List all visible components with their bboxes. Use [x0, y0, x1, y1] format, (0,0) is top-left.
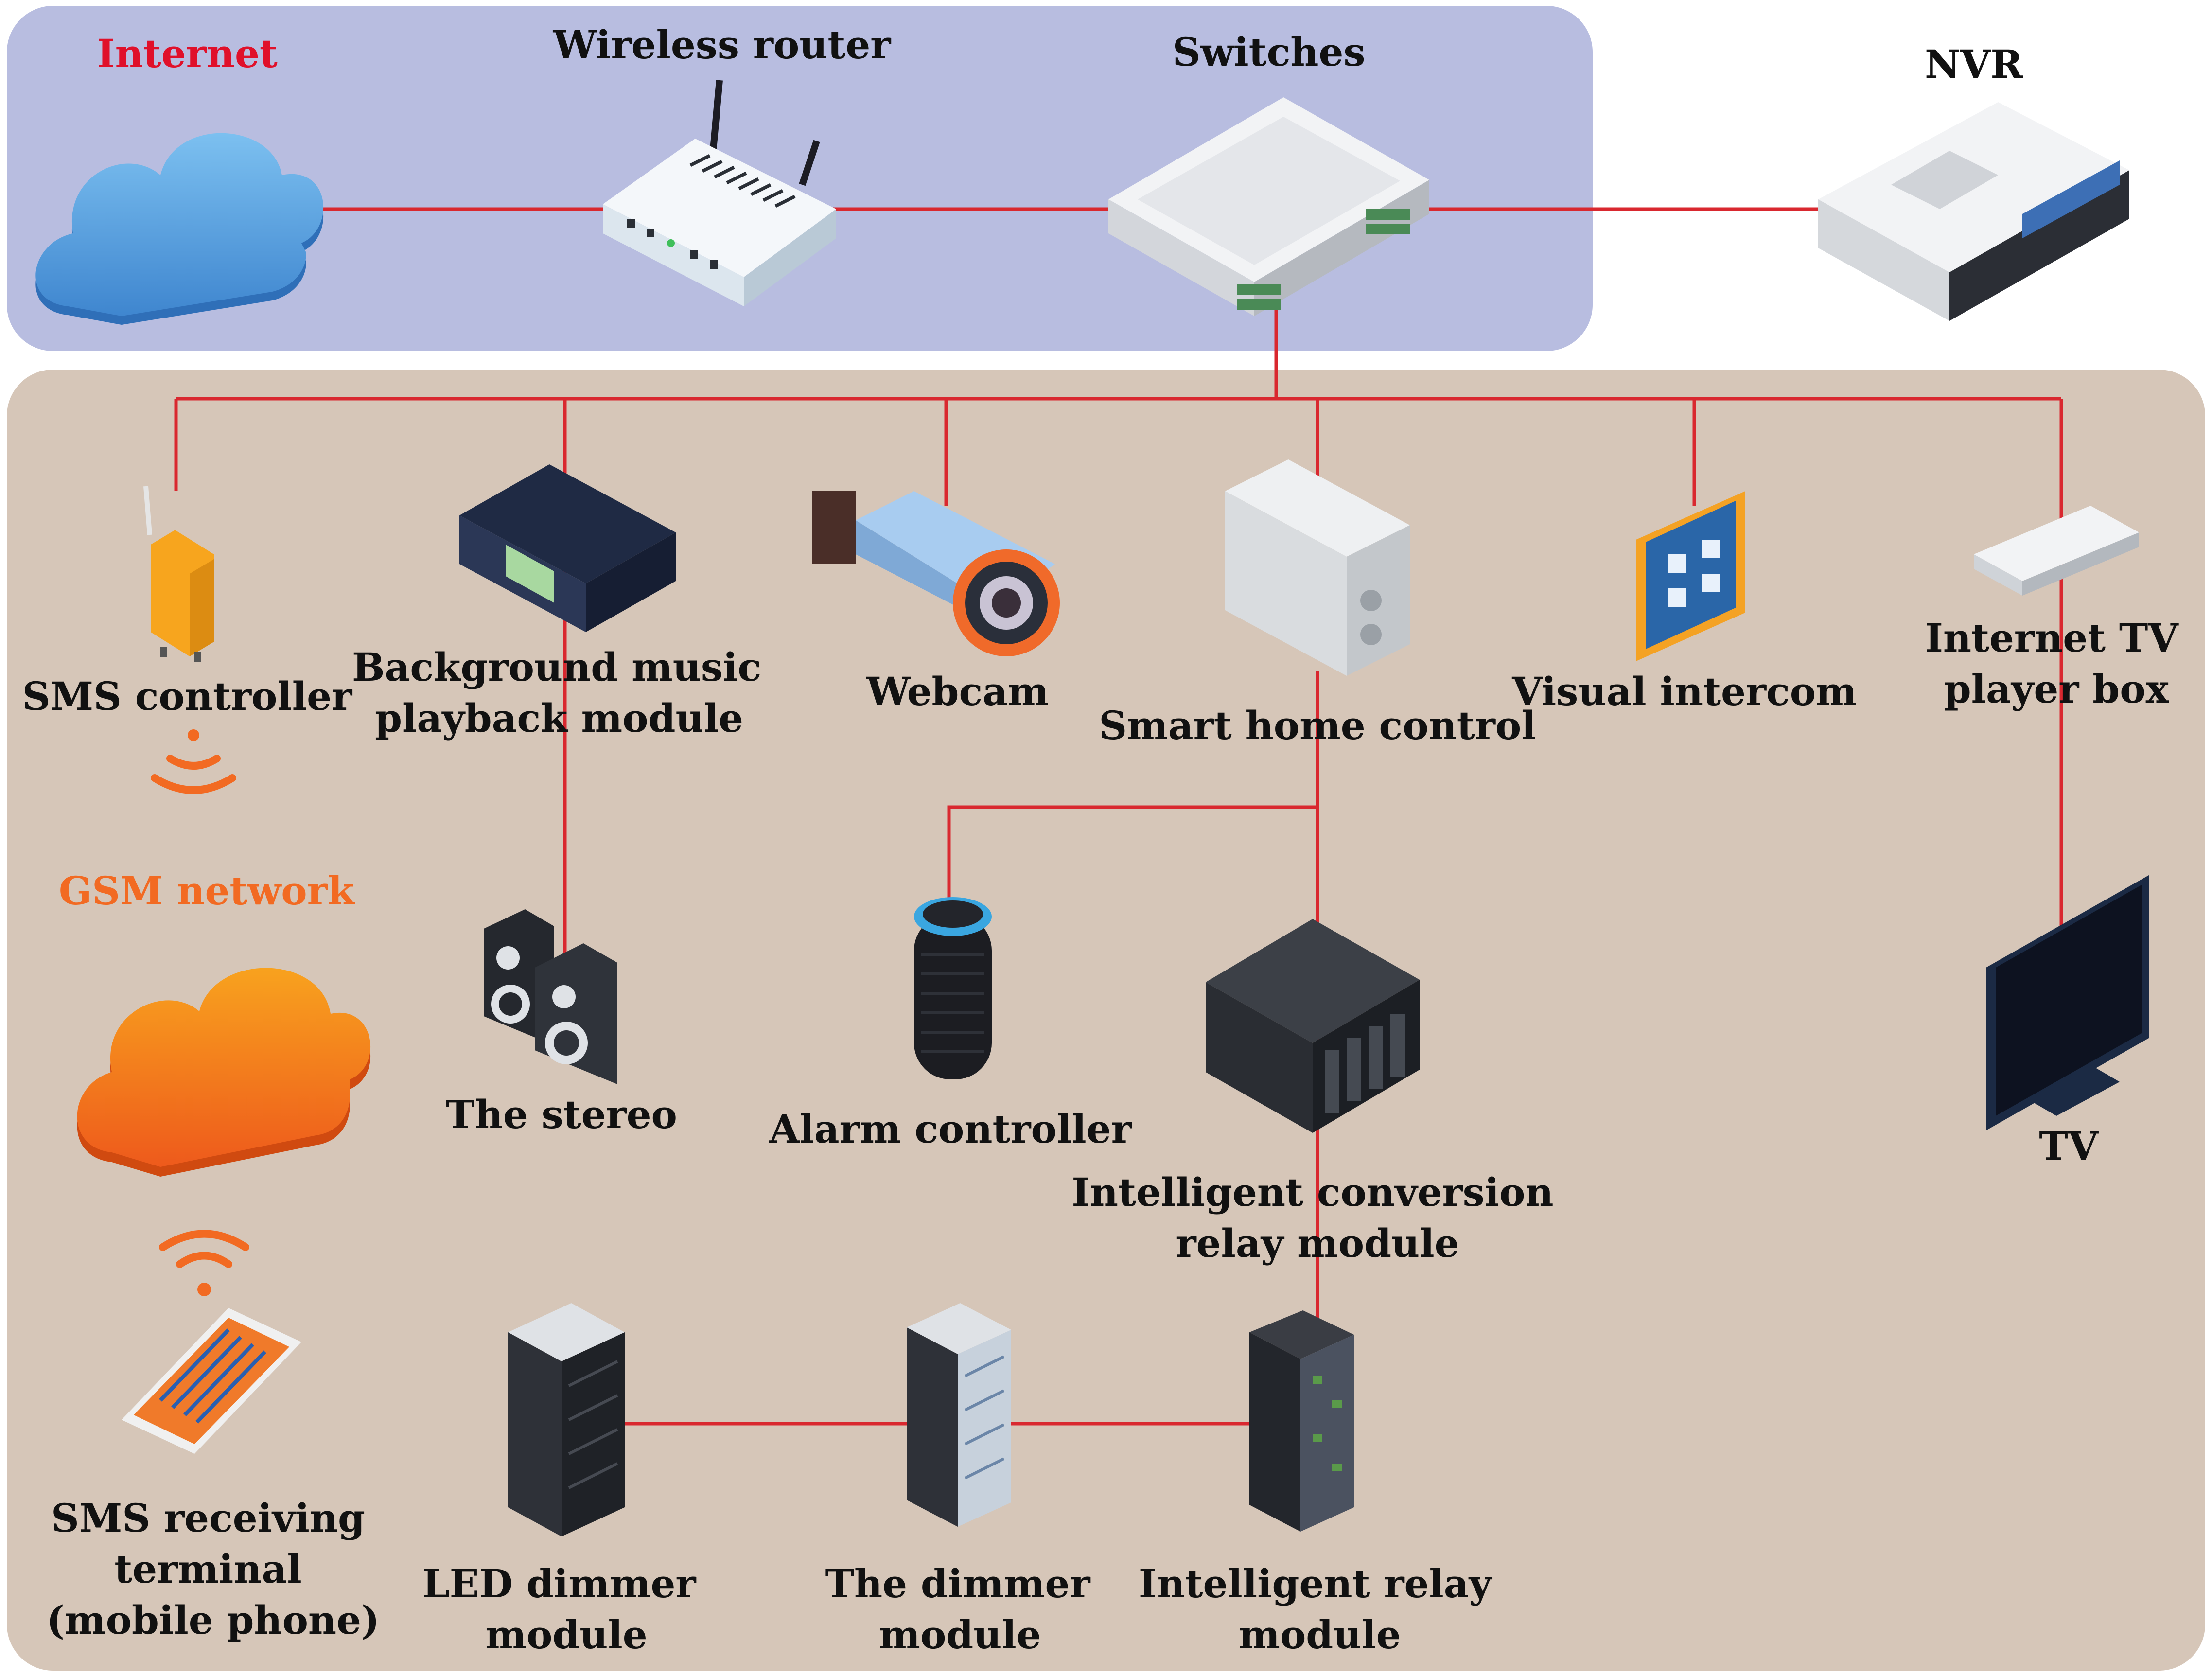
internet-tv-label-line1: Internet TV [1925, 615, 2179, 661]
router-label: Wireless router [553, 22, 892, 68]
phone-icon [122, 1308, 301, 1454]
sms-receiving-label-line1: SMS receiving [51, 1495, 365, 1541]
webcam-icon [812, 491, 1060, 656]
bg-music-label-line2: playback module [375, 695, 743, 741]
router-icon [603, 80, 836, 306]
alarm-icon [914, 897, 992, 1079]
intercom-icon [1636, 491, 1745, 661]
internet-label: Internet [97, 31, 278, 76]
server-rack-icon [508, 1303, 625, 1536]
stereo-label: The stereo [446, 1092, 677, 1137]
smart-home-label: Smart home control [1099, 703, 1536, 748]
sms-receiving-label-line3: (mobile phone) [46, 1597, 380, 1643]
smart-home-icon [1225, 459, 1410, 676]
wires [174, 207, 2063, 1426]
webcam-label: Webcam [866, 669, 1049, 714]
dimmer-label-line2: module [879, 1612, 1041, 1658]
conversion-label-line1: Intelligent conversion [1071, 1169, 1553, 1215]
server-rack-icon [907, 1303, 1011, 1527]
tv-icon [1986, 875, 2149, 1130]
led-dimmer-label-line2: module [485, 1612, 647, 1658]
sms-receiving-label-line2: terminal [114, 1546, 301, 1592]
sms-controller-label: SMS controller [22, 673, 352, 719]
sms-controller-icon [143, 486, 214, 662]
cloud-icon [35, 133, 324, 325]
labels: Internet Wireless router Switches NVR SM… [22, 22, 2179, 1658]
internet-tv-label-line2: player box [1944, 666, 2170, 712]
server-rack-icon [1249, 1310, 1354, 1532]
wifi-icon [159, 1230, 249, 1296]
music-module-icon [459, 464, 676, 632]
tv-box-icon [1974, 506, 2139, 596]
dimmer-label-line1: The dimmer [825, 1561, 1090, 1606]
orange-cloud-icon [77, 968, 371, 1177]
led-dimmer-label-line1: LED dimmer [422, 1561, 696, 1606]
bg-music-label-line1: Background music [352, 644, 761, 690]
switch-icon [1108, 97, 1429, 316]
relay-label-line2: module [1239, 1612, 1401, 1658]
tv-label: TV [2039, 1123, 2099, 1169]
relay-label-line1: Intelligent relay [1139, 1561, 1493, 1606]
nvr-label: NVR [1925, 41, 2023, 87]
conversion-label-line2: relay module [1176, 1220, 1459, 1266]
switches-label: Switches [1173, 29, 1366, 75]
nvr-icon [1818, 102, 2129, 321]
wifi-icon [151, 729, 236, 794]
gsm-label: GSM network [59, 868, 355, 914]
visual-intercom-label: Visual intercom [1511, 669, 1857, 714]
conversion-relay-icon [1206, 919, 1420, 1133]
alarm-label: Alarm controller [769, 1106, 1132, 1152]
speaker-icon [484, 909, 617, 1084]
